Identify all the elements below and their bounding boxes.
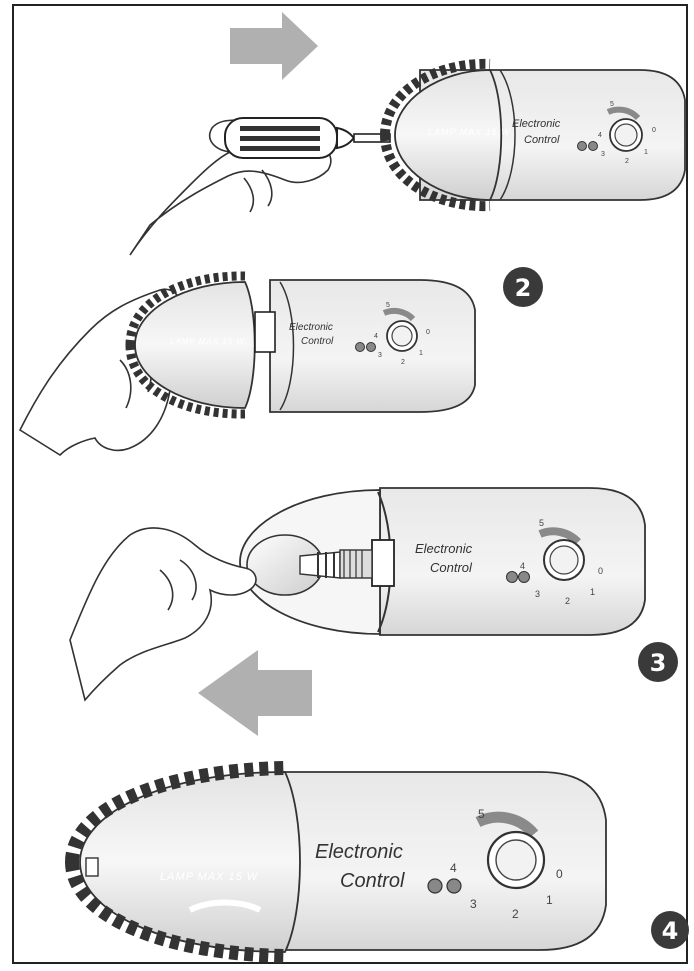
step-badge-4: 4	[651, 911, 689, 949]
dial-mark-4: 4	[520, 561, 525, 571]
dial-mark-1: 1	[644, 149, 648, 156]
panel-4: LAMP MAX 15 W Electronic Control 0 1 2 3…	[72, 768, 689, 956]
dial-mark-5: 5	[386, 302, 390, 309]
panel-1: LAMP MAX 15 W Electronic Control 0 1 2 3…	[130, 12, 685, 255]
screwdriver-icon	[225, 118, 390, 158]
dial-mark-4: 4	[450, 861, 457, 875]
indicator-led	[356, 343, 365, 352]
dial-mark-2: 2	[401, 359, 405, 366]
dial-mark-0: 0	[426, 329, 430, 336]
indicator-led	[447, 879, 461, 893]
dial-mark-1: 1	[546, 893, 553, 907]
brand-line-2: Control	[301, 336, 334, 347]
arrow-left-icon	[198, 650, 312, 736]
indicator-led	[428, 879, 442, 893]
dial-mark-5: 5	[610, 101, 614, 108]
brand-line-2: Control	[430, 560, 473, 575]
dial-mark-0: 0	[652, 127, 656, 134]
brand-line-1: Electronic	[315, 841, 403, 863]
dial-mark-0: 0	[556, 867, 563, 881]
lamp-socket	[372, 540, 394, 586]
dial-mark-5: 5	[478, 807, 485, 821]
dial-mark-5: 5	[539, 518, 544, 528]
lamp-unit-1: LAMP MAX 15 W Electronic Control 0 1 2 3…	[385, 64, 685, 206]
step-number-4: 4	[662, 917, 679, 945]
step-number-2: 2	[515, 274, 532, 302]
dial-mark-3: 3	[601, 151, 605, 158]
indicator-led	[519, 572, 530, 583]
brand-line-1: Electronic	[289, 322, 333, 333]
dial-mark-4: 4	[374, 333, 378, 340]
dial-mark-4: 4	[598, 132, 602, 139]
brand-line-2: Control	[524, 134, 560, 146]
lamp-max-label: LAMP MAX 15 W	[170, 337, 245, 346]
brand-line-2: Control	[340, 870, 405, 892]
dial-mark-3: 3	[470, 897, 477, 911]
dial-mark-2: 2	[512, 907, 519, 921]
panel-3: Electronic Control 0 1 2 3 4 5 3	[70, 488, 678, 736]
indicator-led	[507, 572, 518, 583]
lamp-max-label: LAMP MAX 15 W	[160, 871, 259, 883]
lamp-max-label: LAMP MAX 15 W	[428, 127, 511, 137]
indicator-led	[367, 343, 376, 352]
lamp-socket	[255, 312, 275, 352]
indicator-led	[578, 142, 587, 151]
brand-line-1: Electronic	[512, 118, 561, 130]
dial-mark-2: 2	[625, 158, 629, 165]
dial-mark-3: 3	[535, 589, 540, 599]
lamp-unit-2: LAMP MAX 15 W Electronic Control 0 1 2 3…	[130, 276, 475, 414]
step-number-3: 3	[650, 649, 667, 677]
step-badge-3: 3	[638, 642, 678, 682]
dial-mark-1: 1	[419, 350, 423, 357]
dial-mark-0: 0	[598, 566, 603, 576]
dial-mark-3: 3	[378, 352, 382, 359]
indicator-led	[589, 142, 598, 151]
arrow-right-icon	[230, 12, 318, 80]
dial-mark-2: 2	[565, 596, 570, 606]
dial-mark-1: 1	[590, 587, 595, 597]
lamp-unit-3: Electronic Control 0 1 2 3 4 5	[240, 488, 645, 635]
lamp-unit-4: LAMP MAX 15 W Electronic Control 0 1 2 3…	[72, 768, 606, 956]
panel-2: LAMP MAX 15 W Electronic Control 0 1 2 3…	[20, 267, 543, 455]
brand-line-1: Electronic	[415, 541, 473, 556]
step-badge-2: 2	[503, 267, 543, 307]
